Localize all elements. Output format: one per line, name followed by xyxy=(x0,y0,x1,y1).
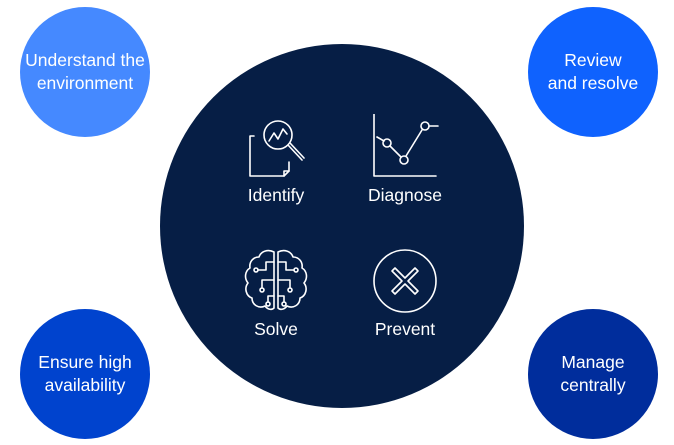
prevent-step: Prevent xyxy=(345,248,465,340)
diagnose-label: Diagnose xyxy=(368,185,442,205)
prevent-label: Prevent xyxy=(374,319,436,339)
circle-label-line2: environment xyxy=(36,73,134,93)
circle-label-line1: Manage xyxy=(561,352,625,372)
magnifier-chart-icon xyxy=(249,120,305,177)
circle-label-line2: availability xyxy=(44,375,126,395)
solve-step: Solve xyxy=(216,248,336,340)
circle-label-line2: centrally xyxy=(560,375,626,395)
circle-label-line2: and resolve xyxy=(547,73,639,93)
ensure-availability-circle: Ensure high availability xyxy=(20,309,150,439)
diagnose-step: Diagnose xyxy=(345,114,465,206)
circle-label-line1: Understand the xyxy=(25,50,145,70)
solve-label: Solve xyxy=(254,319,298,339)
circle-label-line1: Review xyxy=(564,50,622,70)
x-circle-icon xyxy=(373,249,437,313)
review-resolve-circle: Review and resolve xyxy=(528,7,658,137)
manage-centrally-circle: Manage centrally xyxy=(528,309,658,439)
understand-environment-circle: Understand the environment xyxy=(20,7,150,137)
identify-label: Identify xyxy=(247,185,305,205)
line-chart-icon xyxy=(373,114,439,177)
circle-label-line1: Ensure high xyxy=(38,352,132,372)
central-process-circle: Identify Diagnose xyxy=(160,44,524,408)
identify-step: Identify xyxy=(216,114,336,206)
brain-circuit-icon xyxy=(244,249,308,311)
